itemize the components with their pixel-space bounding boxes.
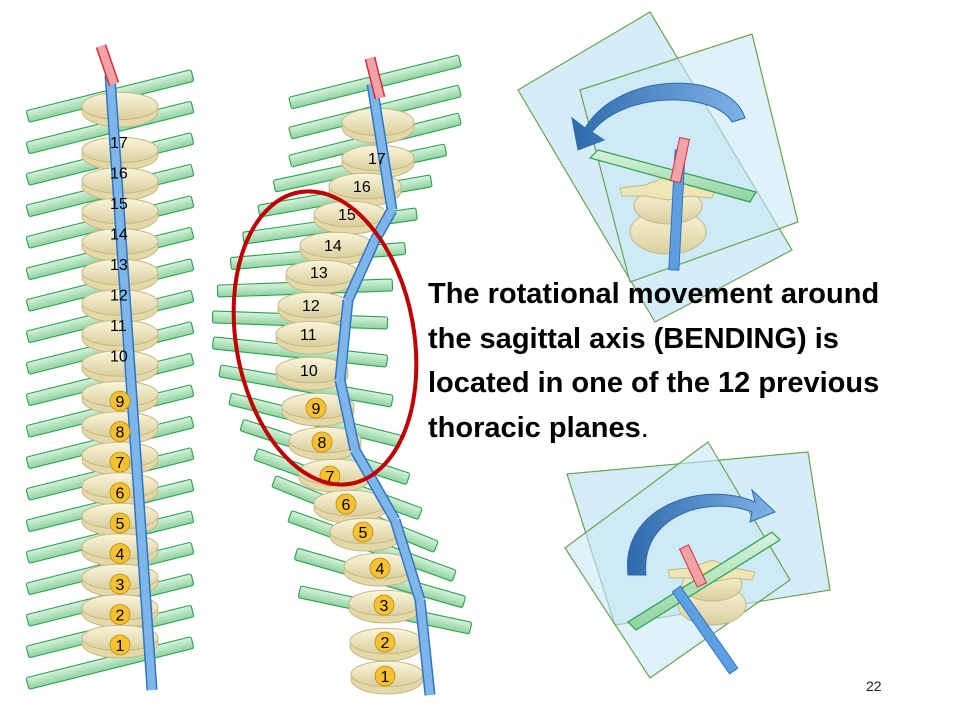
right-vertebra xyxy=(275,356,349,384)
left-red-axis xyxy=(97,44,118,86)
page-number: 22 xyxy=(866,678,882,694)
right-vertebra-label: 16 xyxy=(353,179,371,196)
right-vertebra-label: 2 xyxy=(381,635,390,652)
bending-region-ellipse xyxy=(231,189,419,487)
bottom-rotation-arrow xyxy=(627,488,776,576)
left-vertebra-label: 5 xyxy=(116,516,125,533)
right-blue-axis xyxy=(336,299,352,381)
right-vertebra-label: 3 xyxy=(380,598,389,615)
caption-line-1: The rotational movement around xyxy=(428,278,880,310)
left-vertebra-label: 15 xyxy=(110,196,128,213)
right-vertebra-label-badge xyxy=(374,665,396,687)
left-vertebra-label: 8 xyxy=(116,425,125,442)
right-vertebra-label-badge xyxy=(374,631,396,653)
left-vertebra-label-badge xyxy=(109,390,131,412)
right-blue-axis xyxy=(344,238,379,302)
left-vertebra-label: 10 xyxy=(110,349,128,366)
right-vertebra-label: 7 xyxy=(326,469,335,486)
left-vertebra-label-badge xyxy=(109,573,131,595)
right-blue-axis xyxy=(416,599,434,696)
left-vertebra-label: 13 xyxy=(110,257,128,274)
left-vertebra-label: 2 xyxy=(116,608,125,625)
left-vertebra-label-badge xyxy=(109,634,131,656)
right-red-axis xyxy=(366,57,384,99)
right-spine-column: 17 16 15 14 13 12 11 10 9 8 765 4 3 2 1 xyxy=(211,54,473,696)
left-vertebra-label: 17 xyxy=(110,135,128,152)
right-vertebra-label: 5 xyxy=(359,525,368,542)
top-red-axis xyxy=(669,136,691,184)
right-vertebra-label: 10 xyxy=(300,363,318,380)
right-blue-axis xyxy=(368,83,396,211)
left-top-vertebra xyxy=(81,91,159,121)
right-blue-axis xyxy=(351,448,399,522)
right-vertebra-label: 6 xyxy=(342,497,351,514)
left-vertebra-label: 11 xyxy=(110,318,127,335)
right-vertebra-label-badge xyxy=(373,594,395,616)
caption-line-2: the sagittal axis (BENDING) is xyxy=(428,322,839,355)
right-vertebra-label-badge xyxy=(305,397,327,419)
right-vertebra-label: 11 xyxy=(300,327,317,344)
right-vertebra-label: 13 xyxy=(310,265,328,282)
caption-period: . xyxy=(640,411,649,444)
right-blue-axis xyxy=(336,379,359,451)
right-vertebra-label: 12 xyxy=(302,298,320,315)
left-vertebra-label: 1 xyxy=(116,638,125,655)
bottom-rotation-diagram xyxy=(564,441,831,679)
caption-text: The rotational movement around the sagit… xyxy=(428,272,953,450)
right-vertebra-label-badge xyxy=(335,493,357,515)
left-vertebra-label: 16 xyxy=(110,166,128,183)
left-vertebra-label: 14 xyxy=(110,227,128,244)
caption-line-4-text: thoracic planes xyxy=(428,411,641,444)
left-vertebra-label: 3 xyxy=(116,577,125,594)
left-vertebra xyxy=(81,350,159,377)
left-vertebra-label: 12 xyxy=(110,288,128,305)
left-vertebra-label: 4 xyxy=(116,547,125,564)
left-vertebra-label-badge xyxy=(109,482,131,503)
caption-line-3: located in one of the 12 previous xyxy=(428,367,880,399)
right-vertebra-label: 8 xyxy=(318,435,327,452)
caption-line-4: thoracic planes. xyxy=(428,406,953,451)
right-vertebra-label: 14 xyxy=(324,238,342,255)
left-spine-column: 17 16 15 14 13 12 11 10 9 8 7 6 5 4 3 2 1 xyxy=(25,44,195,691)
top-rotation-diagram xyxy=(517,11,799,323)
right-vertebra-label-badge xyxy=(369,557,391,579)
bottom-red-axis xyxy=(678,544,708,588)
bottom-blue-axis xyxy=(671,585,739,675)
left-vertebra-label-badge xyxy=(109,451,131,473)
left-vertebra-label-badge xyxy=(109,421,131,442)
right-vertebra-label: 4 xyxy=(376,561,385,578)
right-blue-axis xyxy=(391,518,424,602)
right-vertebra-label: 17 xyxy=(368,151,386,168)
left-vertebra-label: 7 xyxy=(116,455,125,472)
right-vertebra-label-badge xyxy=(311,431,333,453)
left-blue-axis xyxy=(106,74,156,691)
right-vertebra-label: 9 xyxy=(312,401,321,418)
left-vertebra-label-badge xyxy=(109,543,131,564)
top-rotation-arrow xyxy=(571,82,746,151)
right-vertebra-label-badge xyxy=(352,521,374,543)
top-vertebra xyxy=(619,175,716,255)
left-vertebra xyxy=(81,319,159,347)
left-vertebra-label: 6 xyxy=(116,486,125,503)
left-vertebra-label-badge xyxy=(109,512,131,534)
left-vertebra-label-badge xyxy=(109,604,131,625)
right-vertebra-label: 1 xyxy=(381,669,390,686)
right-vertebra-label: 15 xyxy=(338,207,356,224)
left-vertebra-label: 9 xyxy=(116,394,125,411)
